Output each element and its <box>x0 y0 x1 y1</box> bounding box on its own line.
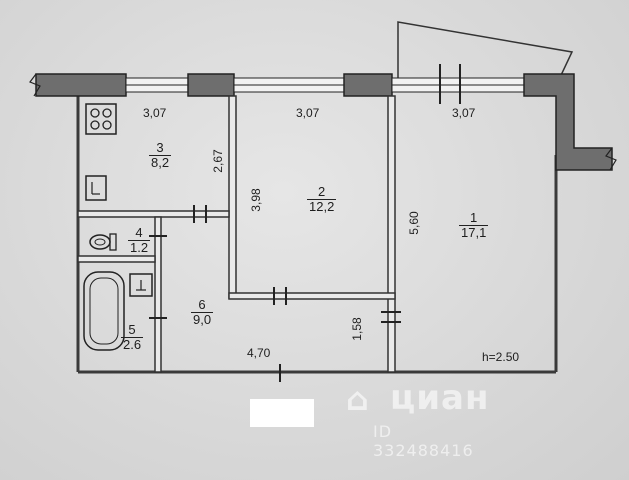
dim-hall-width: 4,70 <box>247 346 271 360</box>
balcony-door <box>439 64 461 104</box>
dim-room2-depth: 3,98 <box>249 188 263 212</box>
dim-hall-depth: 1,58 <box>350 317 364 341</box>
dim-room1-depth: 5,60 <box>407 211 421 235</box>
top-wall <box>29 73 617 171</box>
watermark-brand: циан <box>390 378 490 418</box>
watermark-id: ID 332488416 <box>373 422 474 460</box>
interior-walls <box>77 95 396 373</box>
kitchen-sink-icon <box>85 175 107 201</box>
bathtub-icon <box>83 271 125 351</box>
balcony-outline <box>397 21 574 89</box>
dim-room2-width: 3,07 <box>296 106 320 120</box>
door-marks <box>149 205 401 382</box>
dim-room1-width: 3,07 <box>452 106 476 120</box>
stove-icon <box>85 103 117 135</box>
ceiling-height-label: h=2.50 <box>482 350 520 364</box>
toilet-icon <box>89 233 117 251</box>
washbasin-icon <box>129 273 153 297</box>
cian-logo-icon: ⌂ <box>346 380 369 418</box>
dim-kitchen-width: 3,07 <box>143 106 167 120</box>
redaction-box <box>250 399 314 427</box>
dim-kitchen-depth: 2,67 <box>211 149 225 173</box>
